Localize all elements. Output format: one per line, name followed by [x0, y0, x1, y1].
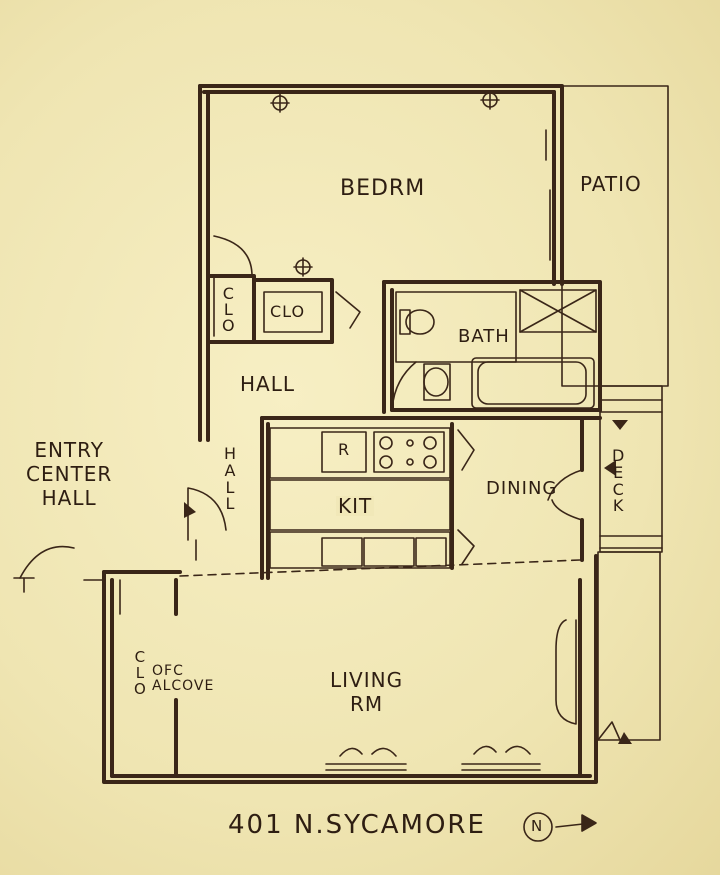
range-box	[321, 431, 367, 473]
cooktop	[373, 431, 445, 473]
patio-label: PATIO	[580, 172, 642, 196]
hall-label: HALL	[240, 372, 296, 396]
living-room-label: LIVING RM	[330, 668, 404, 716]
north-arrow-icon	[523, 812, 597, 842]
north-label: N	[531, 817, 544, 835]
closet-walls	[206, 274, 334, 344]
kitchen-walls	[260, 416, 602, 580]
living-walls	[102, 554, 598, 784]
entry-arrow	[184, 502, 196, 518]
hall-vertical-label: H A L L	[224, 444, 238, 514]
bedroom-label: BEDRM	[340, 176, 426, 201]
address-label: 401 N.SYCAMORE	[228, 810, 486, 840]
entry-door	[187, 487, 227, 541]
bedroom-walls	[198, 84, 564, 442]
kitchen-floor-tile	[269, 479, 451, 531]
office-alcove-label: OFC ALCOVE	[152, 663, 215, 695]
bath-floor-tile	[395, 291, 517, 363]
bath-walls	[382, 280, 602, 414]
bathtub	[471, 357, 595, 409]
range-label: R	[338, 440, 351, 459]
entry-center-hall-label: ENTRY CENTER HALL	[26, 438, 113, 510]
closet-box-label: CLO	[270, 302, 306, 321]
closet-left-label: C L O	[222, 284, 236, 335]
living-windows	[325, 619, 577, 771]
light-fixtures	[270, 90, 500, 277]
patio-area	[561, 85, 669, 387]
deck-label: D E C K	[612, 446, 626, 516]
sink-tile	[321, 537, 363, 567]
office-closet-label: C L O	[134, 648, 147, 698]
dining-label: DINING	[486, 478, 558, 499]
kitchen-label: KIT	[336, 494, 375, 518]
bath-label: BATH	[458, 326, 510, 347]
lower-deck-area	[597, 551, 661, 741]
